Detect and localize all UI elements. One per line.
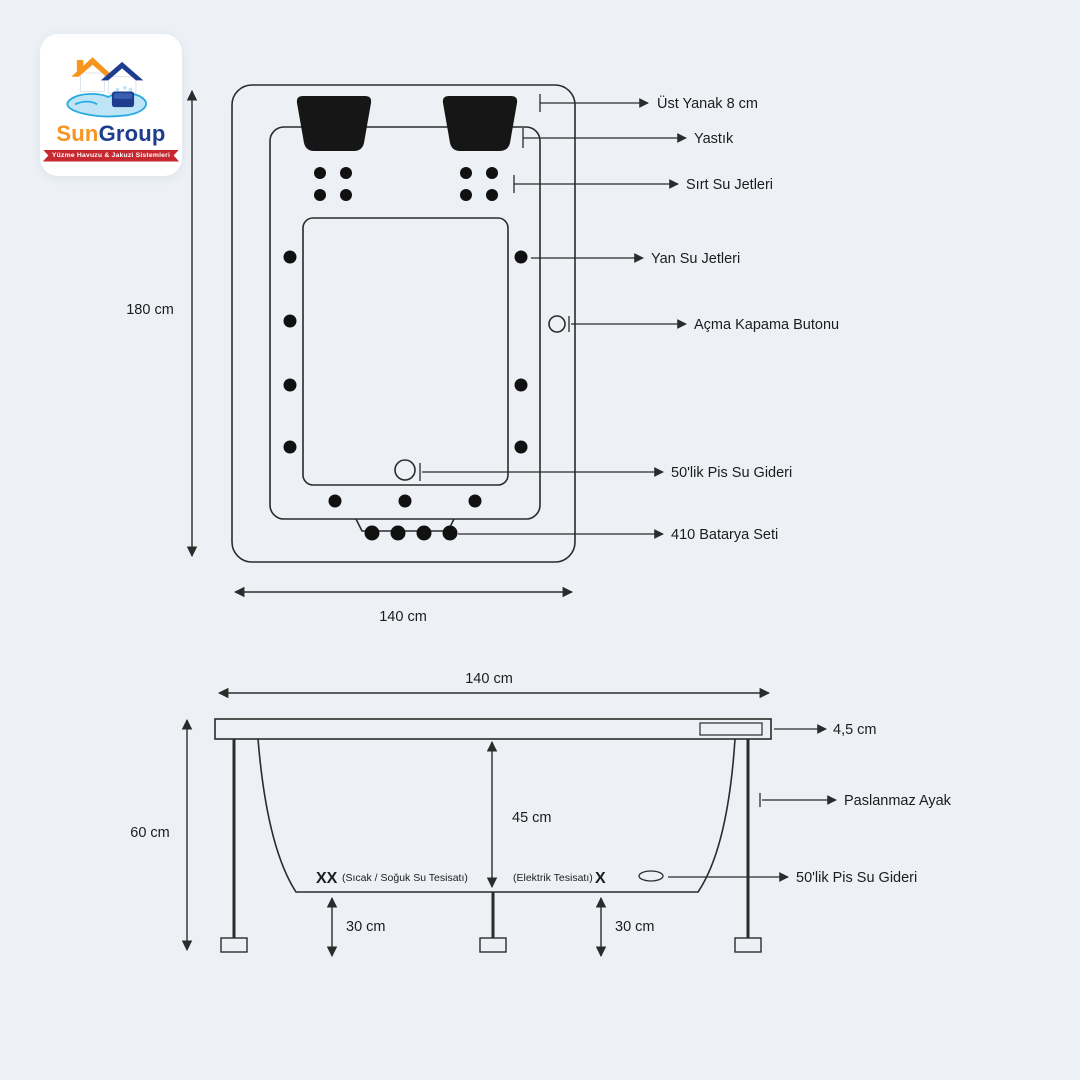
foot-middle: [479, 937, 507, 953]
brand-name-group: Group: [98, 120, 166, 146]
foot-right: [734, 937, 762, 953]
electric-installation-mark: X: [595, 870, 606, 887]
brand-tagline: Yüzme Havuzu & Jakuzi Sistemleri: [42, 149, 180, 162]
water-installation-mark: XX: [316, 870, 338, 887]
side-view-leaders: [668, 724, 837, 882]
drain-side: [638, 870, 664, 882]
brand-name-sun: Sun: [56, 120, 99, 146]
label-pis-su-gideri-side: 50'lik Pis Su Gideri: [796, 870, 917, 886]
dim-width-label: 140 cm: [379, 609, 427, 625]
side-view-dimensions: [181, 687, 771, 958]
label-acma-kapama: Açma Kapama Butonu: [694, 317, 839, 333]
dim-clearance-right-label: 30 cm: [615, 919, 655, 935]
sungroup-logo: SunGroup Yüzme Havuzu & Jakuzi Sistemler…: [40, 34, 182, 176]
label-yan-su-jetleri: Yan Su Jetleri: [651, 251, 740, 267]
top-view-leaders: [419, 94, 687, 539]
label-pis-su-gideri-top: 50'lik Pis Su Gideri: [671, 465, 792, 481]
dim-side-height-label: 60 cm: [130, 825, 170, 841]
tub-body-profile: [257, 738, 736, 893]
rim-profile: [214, 718, 772, 740]
label-ust-yanak: Üst Yanak 8 cm: [657, 94, 758, 112]
dim-clearance-left-label: 30 cm: [346, 919, 386, 935]
sungroup-logo-icon: [66, 56, 147, 117]
top-view-pillows: [296, 96, 518, 151]
top-view-dimensions: [186, 89, 574, 598]
tub-outer-edge: [231, 84, 576, 563]
drain-circle: [394, 459, 416, 481]
side-view: [214, 718, 772, 953]
dim-height-label: 180 cm: [126, 302, 174, 318]
label-yastik: Yastık: [694, 131, 734, 147]
dim-depth-label: 45 cm: [512, 810, 552, 826]
onoff-button-circle: [548, 315, 566, 333]
top-view: [231, 84, 576, 563]
rim-edge-detail: [699, 722, 763, 736]
electric-installation-note: (Elektrik Tesisatı): [513, 872, 593, 884]
foot-left: [220, 937, 248, 953]
label-sirt-su-jetleri: Sırt Su Jetleri: [686, 177, 773, 193]
brand-name: SunGroup: [56, 120, 166, 146]
tub-seat-area: [302, 217, 509, 486]
dim-rim-label: 4,5 cm: [833, 722, 877, 738]
water-installation-note: (Sıcak / Soğuk Su Tesisatı): [342, 872, 468, 884]
pillow-right: [442, 96, 518, 151]
label-paslanmaz-ayak: Paslanmaz Ayak: [844, 793, 952, 809]
tub-inner-edge: [269, 126, 541, 520]
label-batarya-seti: 410 Batarya Seti: [671, 527, 778, 543]
dim-side-width-label: 140 cm: [465, 671, 513, 687]
pillow-left: [296, 96, 372, 151]
water-jets: [283, 167, 528, 541]
